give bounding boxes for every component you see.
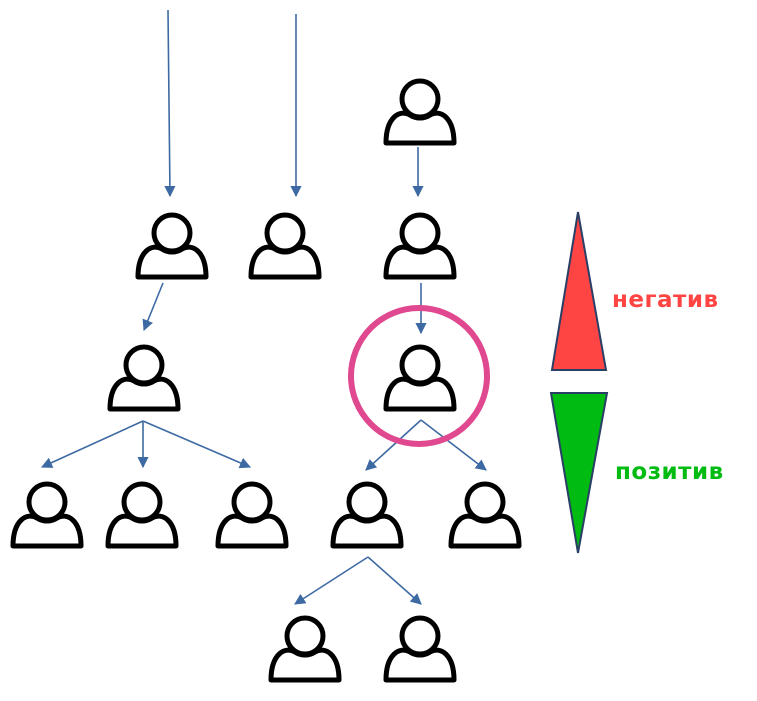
- negative-positive-scale: [549, 211, 609, 554]
- arrow-down-icon: [294, 556, 369, 605]
- arrow-down-icon: [367, 556, 422, 605]
- arrow-down-icon: [365, 419, 422, 471]
- person-icon: [383, 344, 457, 412]
- connector-arrows: [40, 9, 487, 605]
- person-icon: [248, 212, 322, 280]
- triangle-up-icon: [550, 211, 608, 371]
- positive-label: позитив: [615, 459, 724, 485]
- person-icon: [383, 78, 457, 146]
- person-icon: [10, 481, 84, 549]
- highlight-circle: [348, 305, 490, 447]
- person-icon: [448, 481, 522, 549]
- person-icon: [135, 212, 209, 280]
- person-icon: [105, 481, 179, 549]
- person-icon: [330, 481, 404, 549]
- arrow-down-icon: [142, 282, 164, 332]
- triangle-down-icon: [549, 392, 609, 554]
- person-nodes: [10, 78, 522, 683]
- person-icon: [383, 615, 457, 683]
- arrow-down-icon: [420, 419, 487, 471]
- arrow-down-icon: [142, 420, 252, 469]
- person-icon: [215, 481, 289, 549]
- person-icon: [268, 615, 342, 683]
- person-icon: [107, 344, 181, 412]
- arrow-down-icon: [40, 420, 144, 468]
- person-icon: [383, 212, 457, 280]
- negative-label: негатив: [612, 287, 719, 313]
- arrow-down-icon: [164, 9, 176, 198]
